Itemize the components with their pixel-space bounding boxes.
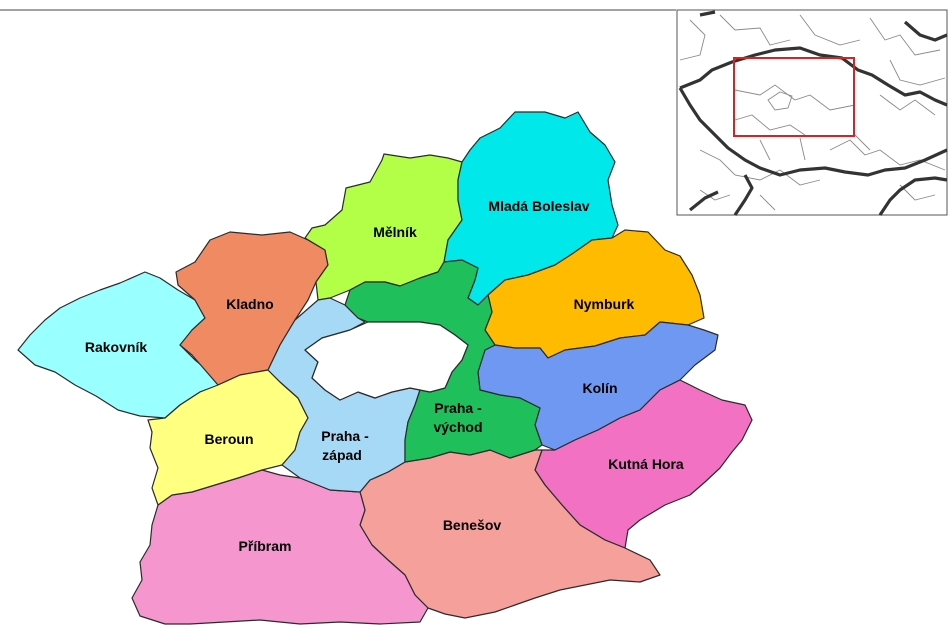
inset-locator-frame [733, 57, 855, 137]
label-benesov: Benešov [443, 517, 502, 533]
label-praha-zapad-line2: západ [322, 447, 362, 463]
inset-country-border [678, 10, 948, 216]
label-kladno: Kladno [226, 296, 273, 312]
label-praha-zapad-line1: Praha - [321, 428, 369, 444]
inset-background [676, 9, 948, 216]
label-pribram: Příbram [239, 538, 292, 554]
label-praha-vychod-line1: Praha - [434, 400, 482, 416]
label-kolin: Kolín [583, 380, 618, 396]
label-nymburk: Nymburk [574, 296, 635, 312]
district-praha [304, 321, 469, 401]
label-praha-vychod-line2: východ [433, 419, 482, 435]
inset-region-borders [679, 14, 946, 211]
label-mlada-boleslav: Mladá Boleslav [488, 198, 589, 214]
district-pribram[interactable] [131, 469, 429, 625]
inset-locator-map [676, 9, 948, 216]
label-rakovnik: Rakovník [85, 339, 147, 355]
label-kutna-hora: Kutná Hora [608, 456, 684, 472]
label-beroun: Beroun [205, 431, 254, 447]
label-melnik: Mělník [373, 224, 417, 240]
